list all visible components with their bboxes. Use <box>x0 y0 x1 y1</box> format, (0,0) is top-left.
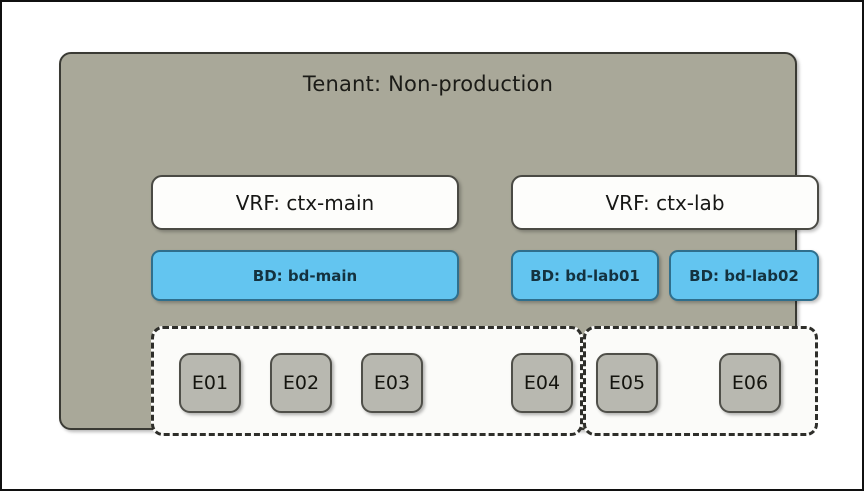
epg-node-e03: E03 <box>361 353 423 413</box>
bridge-domain-label-bd-lab01: BD: bd-lab01 <box>530 266 640 285</box>
vrf-box-ctx-main: VRF: ctx-main <box>151 175 459 230</box>
epg-label-e05: E05 <box>608 372 646 394</box>
epg-label-e01: E01 <box>191 372 229 394</box>
vrf-box-ctx-lab: VRF: ctx-lab <box>511 175 819 230</box>
epg-label-e02: E02 <box>282 372 320 394</box>
bridge-domain-bd-main: BD: bd-main <box>151 250 459 301</box>
epg-node-e05: E05 <box>596 353 658 413</box>
epg-label-e06: E06 <box>731 372 769 394</box>
vrf-label-ctx-main: VRF: ctx-main <box>235 190 375 215</box>
epg-node-e02: E02 <box>270 353 332 413</box>
epg-node-e04: E04 <box>511 353 573 413</box>
bridge-domain-bd-lab01: BD: bd-lab01 <box>511 250 659 301</box>
epg-node-e06: E06 <box>719 353 781 413</box>
epg-label-e03: E03 <box>373 372 411 394</box>
bridge-domain-label-bd-main: BD: bd-main <box>252 266 358 285</box>
vrf-label-ctx-lab: VRF: ctx-lab <box>605 190 725 215</box>
tenant-title: Tenant: Non-production <box>302 72 554 96</box>
bridge-domain-bd-lab02: BD: bd-lab02 <box>669 250 819 301</box>
tenant-container: Tenant: Non-production VRF: ctx-main VRF… <box>59 52 819 436</box>
epg-label-e04: E04 <box>523 372 561 394</box>
epg-node-e01: E01 <box>179 353 241 413</box>
bridge-domain-label-bd-lab02: BD: bd-lab02 <box>689 266 799 285</box>
